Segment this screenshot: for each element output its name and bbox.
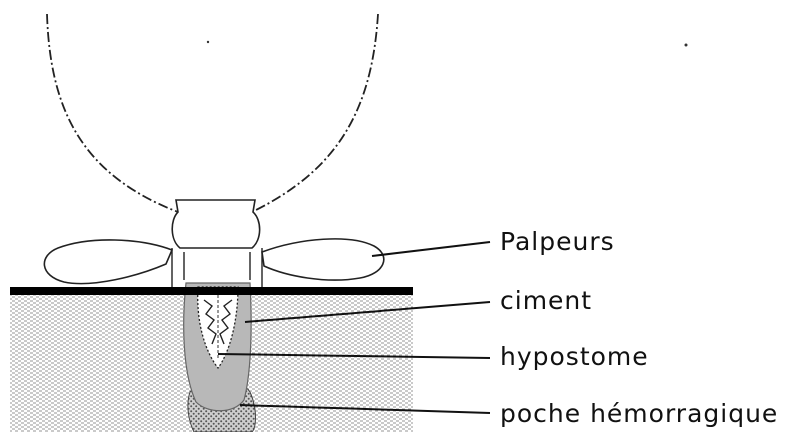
- scan-speck: [207, 41, 209, 43]
- right-palp: [262, 239, 384, 280]
- skin-surface-line: [10, 287, 413, 295]
- scan-speck: [685, 44, 688, 47]
- label-palpeurs: Palpeurs: [500, 227, 615, 256]
- label-ciment: ciment: [500, 286, 592, 315]
- left-palp: [44, 240, 172, 284]
- label-poche-hemorragique: poche hémorragique: [500, 399, 778, 428]
- chelicera-shaft: [172, 248, 262, 287]
- tick-body-outline: [47, 14, 378, 212]
- capitulum-base: [172, 200, 259, 248]
- leader-line-palpeurs: [372, 242, 490, 256]
- label-hypostome: hypostome: [500, 342, 649, 371]
